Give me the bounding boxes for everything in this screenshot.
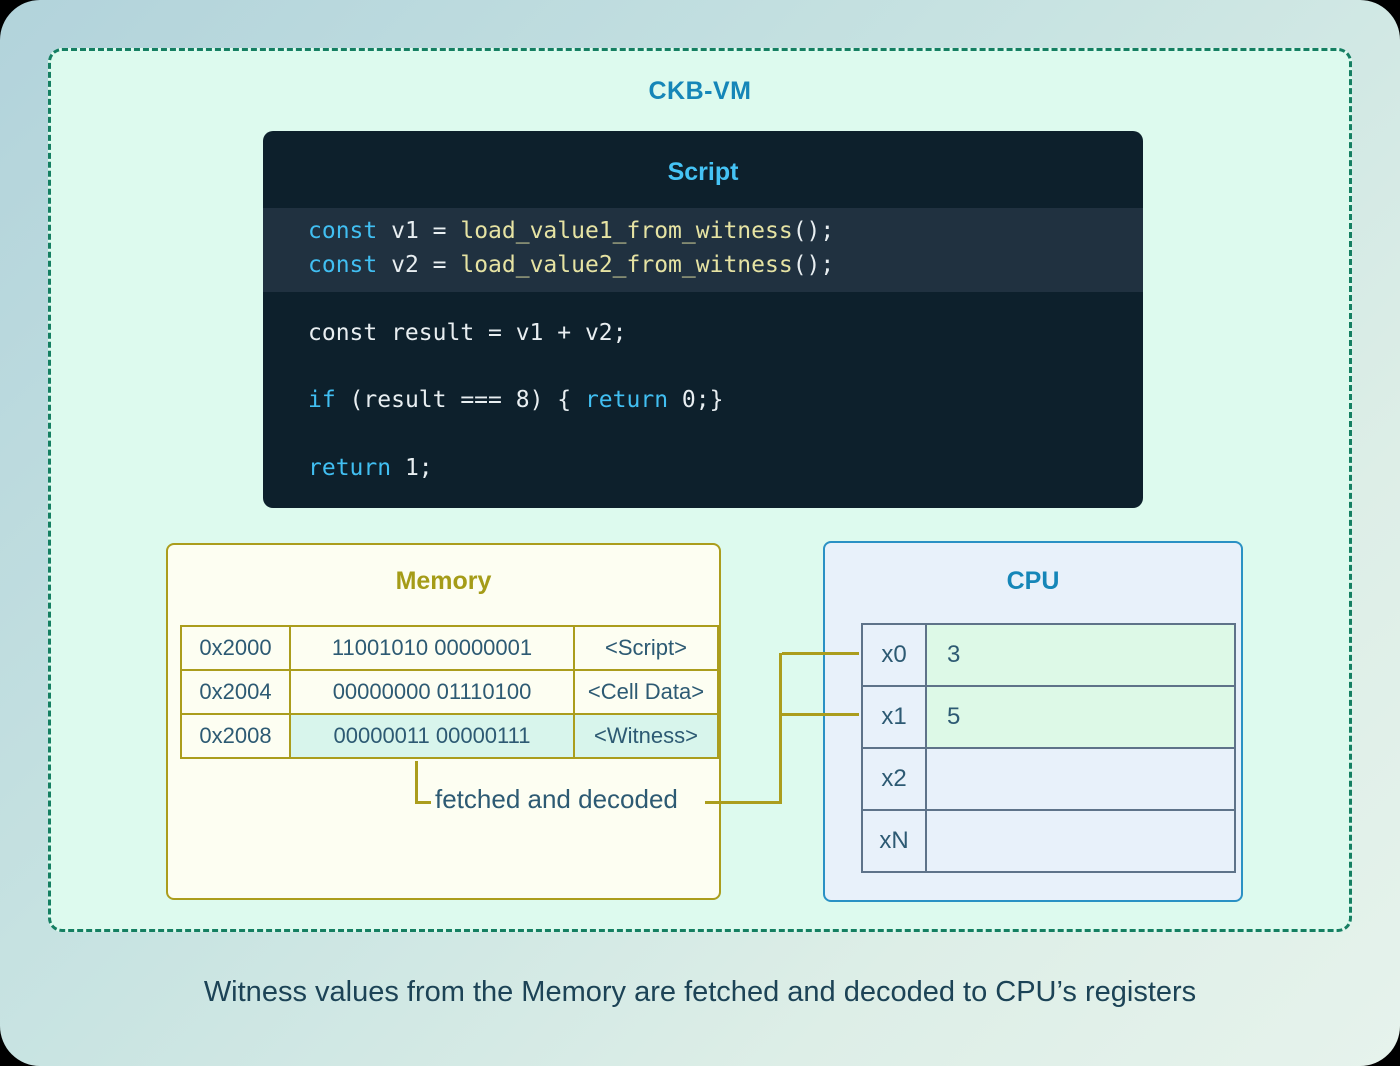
- cpu-register-row: x1 5: [861, 685, 1236, 749]
- cpu-title: CPU: [1006, 567, 1060, 595]
- memory-value-cell: 00000011 00000111: [289, 713, 575, 759]
- cpu-box: CPU x0 3 x1 5 x2 xN: [823, 541, 1243, 902]
- register-value-cell: 5: [925, 685, 1236, 749]
- memory-address-cell: 0x2008: [180, 713, 291, 759]
- code-token: v1 =: [377, 218, 461, 244]
- ckb-vm-title: CKB-VM: [648, 77, 752, 105]
- code-line: return 1;: [263, 451, 1143, 485]
- register-name-cell: x2: [861, 747, 927, 811]
- memory-value-cell: 11001010 00000001: [289, 625, 575, 671]
- code-token: v2 =: [377, 252, 461, 278]
- code-line: const result = v1 + v2;: [263, 316, 1143, 350]
- register-value-cell: [925, 809, 1236, 873]
- register-name-cell: x0: [861, 623, 927, 687]
- code-token: load_value2_from_witness: [460, 252, 793, 278]
- memory-title: Memory: [395, 567, 492, 595]
- wire-label-to-cpu: [705, 801, 782, 804]
- register-name-cell: x1: [861, 685, 927, 749]
- register-value-cell: [925, 747, 1236, 811]
- memory-row: 0x2000 11001010 00000001 <Script>: [180, 625, 719, 671]
- code-token: if: [308, 387, 336, 413]
- memory-row: 0x2004 00000000 01110100 <Cell Data>: [180, 669, 719, 715]
- wire-memory-foot: [415, 801, 431, 804]
- wire-cpu-riser: [779, 653, 782, 804]
- script-code-block: Script const v1 = load_value1_from_witne…: [263, 131, 1143, 508]
- code-line: if (result === 8) { return 0;}: [263, 383, 1143, 417]
- ckb-vm-container: CKB-VM Script const v1 = load_value1_fro…: [48, 48, 1352, 932]
- code-token: return: [584, 387, 669, 413]
- memory-box: Memory 0x2000 11001010 00000001 <Script>…: [166, 543, 721, 900]
- cpu-register-table: x0 3 x1 5 x2 xN: [861, 623, 1236, 873]
- register-value-cell: 3: [925, 623, 1236, 687]
- code-token: (result === 8) {: [335, 387, 585, 413]
- memory-address-cell: 0x2004: [180, 669, 291, 715]
- code-token: const: [308, 252, 378, 278]
- memory-label-cell: <Witness>: [573, 713, 719, 759]
- memory-label-cell: <Script>: [573, 625, 719, 671]
- memory-row-witness-highlighted: 0x2008 00000011 00000111 <Witness>: [180, 713, 719, 759]
- highlighted-code-band: const v1 = load_value1_from_witness(); c…: [263, 208, 1143, 292]
- memory-label-cell: <Cell Data>: [573, 669, 719, 715]
- wire-branch-x0: [782, 652, 859, 655]
- wire-memory-drop: [415, 761, 418, 804]
- register-name-cell: xN: [861, 809, 927, 873]
- cpu-register-row: x0 3: [861, 623, 1236, 687]
- memory-table: 0x2000 11001010 00000001 <Script> 0x2004…: [180, 625, 719, 759]
- code-line: const v1 = load_value1_from_witness();: [263, 214, 1143, 248]
- code-token: ();: [792, 218, 835, 244]
- cpu-register-row: x2: [861, 747, 1236, 811]
- code-token: return: [308, 455, 392, 481]
- memory-value-cell: 00000000 01110100: [289, 669, 575, 715]
- cpu-register-row: xN: [861, 809, 1236, 873]
- code-token: const result = v1 + v2;: [308, 320, 627, 346]
- script-title: Script: [667, 158, 739, 186]
- code-token: ();: [792, 252, 835, 278]
- code-token: 1;: [391, 455, 433, 481]
- code-token: const: [308, 218, 378, 244]
- code-token: load_value1_from_witness: [460, 218, 793, 244]
- memory-address-cell: 0x2000: [180, 625, 291, 671]
- code-token: 0;}: [668, 387, 724, 413]
- fetched-decoded-label: fetched and decoded: [435, 784, 678, 814]
- wire-branch-x1: [782, 713, 859, 716]
- caption: Witness values from the Memory are fetch…: [203, 976, 1197, 1008]
- code-line: const v2 = load_value2_from_witness();: [263, 248, 1143, 282]
